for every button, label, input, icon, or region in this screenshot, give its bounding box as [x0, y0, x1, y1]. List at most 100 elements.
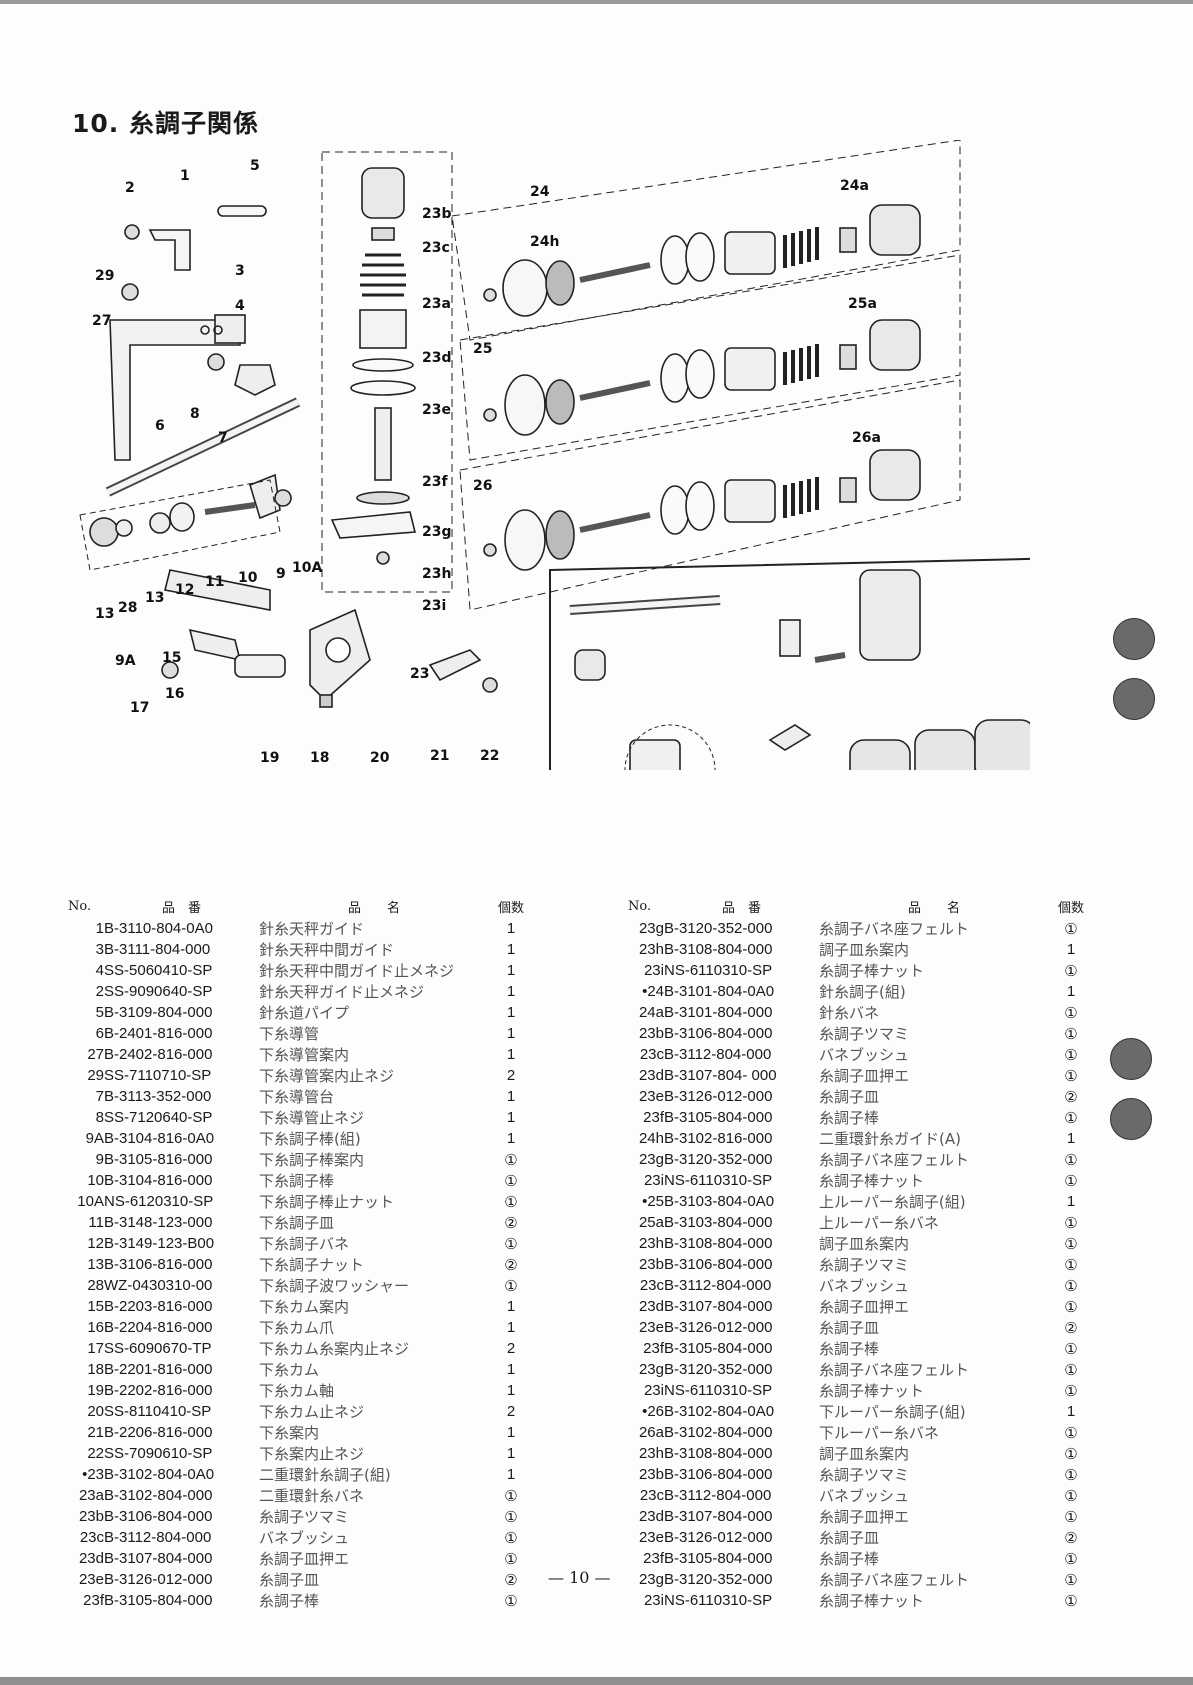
part-name-cell: 糸調子皿: [819, 1529, 880, 1547]
callout-label: 22: [480, 748, 499, 764]
part-name-cell: 糸調子ツマミ: [819, 1025, 910, 1043]
part-no-cell: 23e: [78, 1571, 104, 1588]
callout-label: 23h: [422, 566, 451, 582]
part-no-cell: 23i: [643, 1172, 664, 1189]
part-name-cell: 糸調子皿押エ: [819, 1298, 910, 1316]
quantity-cell: ①: [1064, 1361, 1078, 1379]
col-header-qty: 個数: [1057, 900, 1084, 916]
part-no-cell: 23f: [643, 1340, 664, 1357]
quantity-cell: ①: [1064, 1151, 1078, 1169]
part-number-cell: B-3106-804-000: [664, 1025, 773, 1042]
callout-label: 23c: [422, 240, 450, 256]
part-name-cell: 下糸導管止ネジ: [259, 1109, 365, 1127]
quantity-cell: ①: [504, 1592, 518, 1610]
part-name-cell: 下糸調子棒止ナット: [259, 1193, 395, 1211]
quantity-cell: ①: [1064, 1214, 1078, 1232]
part-number-cell: B-3106-804-000: [664, 1256, 773, 1273]
part-no-cell: 28: [87, 1277, 104, 1294]
callout-label: 10A: [292, 560, 322, 576]
part-name-cell: 針糸天秤中間ガイド止メネジ: [259, 962, 455, 980]
callout-labels: 1 2 3 4 5 6 7 8 9 10 10A 11 12 13 13 28 …: [92, 158, 881, 766]
part-no-cell: 23c: [79, 1529, 104, 1546]
quantity-cell: 1: [506, 1424, 516, 1441]
quantity-cell: 1: [1066, 983, 1076, 1000]
part-name-cell: 糸調子バネ座フェルト: [819, 1151, 970, 1169]
part-no-cell: 23b: [638, 1256, 664, 1273]
part-name-cell: バネブッシュ: [819, 1487, 910, 1505]
part-number-cell: B-3106-804-000: [104, 1508, 213, 1525]
part-number-cell: B-3109-804-000: [104, 1004, 213, 1021]
part-number-cell: B-3105-804-000: [664, 1550, 773, 1567]
part-name-cell: 糸調子ツマミ: [819, 1466, 910, 1484]
tension-26-assembly: [459, 379, 961, 611]
part-no-cell: 22: [87, 1445, 104, 1462]
quantity-cell: ①: [504, 1235, 518, 1253]
callout-label: 24h: [530, 234, 559, 250]
quantity-cell: ①: [1064, 1067, 1078, 1085]
part-number-cell: B-3103-804-0A0: [664, 1193, 775, 1210]
part-name-cell: 下糸カム糸案内止ネジ: [259, 1340, 410, 1358]
callout-label: 6: [155, 418, 165, 434]
callout-label: 16: [165, 686, 184, 702]
part-no-cell: 23c: [639, 1487, 664, 1504]
part-no-cell: 10: [87, 1172, 104, 1189]
part-no-cell: 9: [95, 1151, 104, 1168]
quantity-cell: ①: [1064, 1025, 1078, 1043]
part-number-cell: B-2202-816-000: [104, 1382, 213, 1399]
part-name-cell: 下糸導管案内: [259, 1046, 350, 1064]
binder-hole: [1113, 678, 1155, 720]
part-no-cell: •26: [642, 1403, 664, 1420]
part-number-cell: B-3108-804-000: [664, 941, 773, 958]
part-number-cell: B-3120-352-000: [664, 1151, 773, 1168]
part-number-cell: B-3106-804-000: [664, 1466, 773, 1483]
quantity-cell: ①: [1064, 1424, 1078, 1442]
callout-label: 8: [190, 406, 200, 422]
part-name-cell: 糸調子皿押エ: [819, 1067, 910, 1085]
col-header-no: No.: [628, 898, 652, 914]
part-no-cell: 23g: [638, 1151, 664, 1168]
part-number-cell: B-2201-816-000: [104, 1361, 213, 1378]
part-number-cell: B-3102-804-000: [664, 1424, 773, 1441]
part-number-cell: B-3105-804-000: [664, 1340, 773, 1357]
part-no-cell: 23g: [638, 920, 664, 937]
part-no-cell: 2: [95, 983, 104, 1000]
part-no-cell: 23b: [638, 1025, 664, 1042]
quantity-cell: ①: [1064, 1466, 1078, 1484]
callout-label: 24a: [840, 178, 869, 194]
binder-hole: [1110, 1038, 1152, 1080]
part-name-cell: 針糸天秤中間ガイド: [259, 941, 395, 959]
quantity-cell: 1: [506, 983, 516, 1000]
callout-label: 26: [473, 478, 492, 494]
quantity-cell: ①: [504, 1550, 518, 1568]
part-no-cell: 23h: [638, 1445, 664, 1462]
callout-label: 15: [162, 650, 181, 666]
part-name-cell: 糸調子棒: [819, 1550, 880, 1568]
tension-25-assembly: [459, 254, 961, 461]
quantity-cell: ①: [1064, 1550, 1078, 1568]
callout-label: 18: [310, 750, 329, 766]
quantity-cell: 1: [506, 1130, 516, 1147]
callout-label: 9A: [115, 653, 136, 669]
part-name-cell: 糸調子皿押エ: [819, 1508, 910, 1526]
part-name-cell: 針糸バネ: [819, 1004, 880, 1022]
quantity-cell: ②: [1064, 1088, 1078, 1106]
part-name-cell: 糸調子棒: [819, 1340, 880, 1358]
